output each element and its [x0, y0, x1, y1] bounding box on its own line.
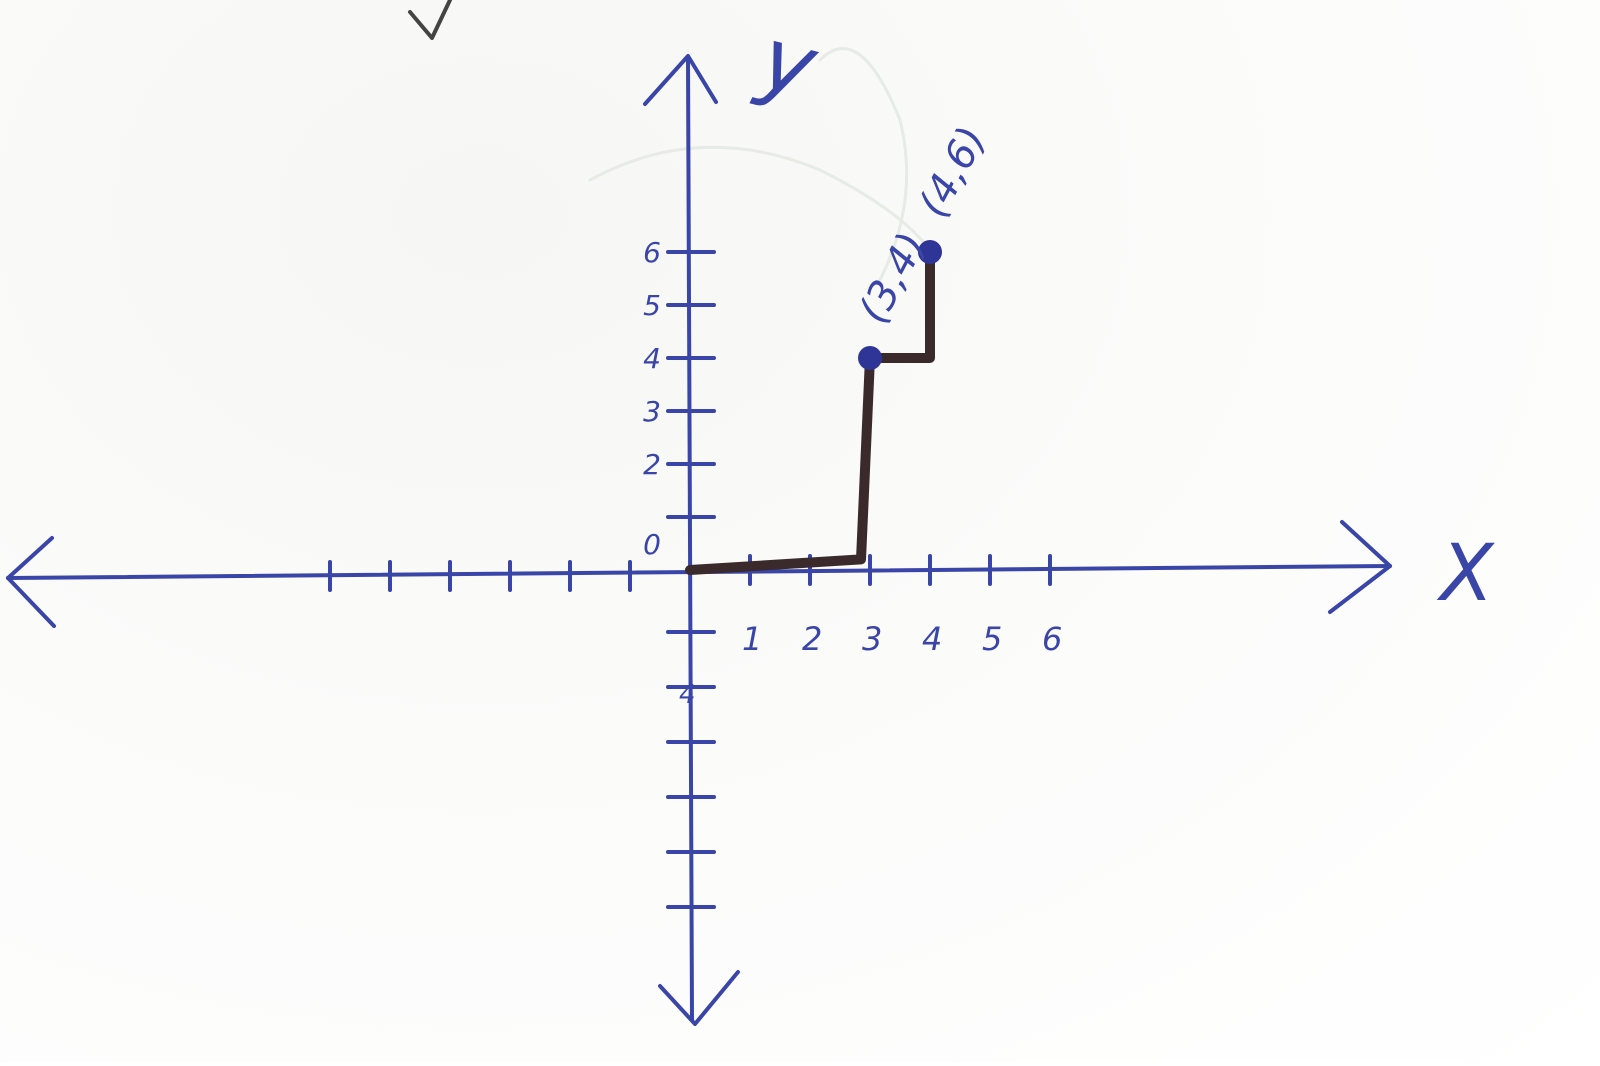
data-point: [918, 240, 942, 264]
y-tick-label: 4: [643, 342, 661, 375]
y-tick-label: 0: [643, 528, 661, 561]
point-label: (3,4): [850, 225, 935, 330]
point-labels: (3,4)(4,6): [850, 119, 995, 330]
x-tick-label: 4: [922, 620, 942, 658]
x-tick-label: 1: [742, 620, 762, 658]
y-tick-label: 5: [643, 289, 661, 322]
erased-curve: [818, 47, 909, 282]
x-axis-label: X: [1436, 529, 1495, 619]
erased-marks: [588, 47, 932, 282]
y-axis-line: [686, 58, 694, 1022]
y-tick-labels: 0 2 3 4 5 6: [643, 236, 661, 561]
axes: [6, 54, 1392, 1026]
y-axis-label: y: [748, 6, 828, 120]
y-tick-label: 3: [643, 395, 661, 428]
x-tick-label: 5: [982, 620, 1002, 658]
y-axis-bottom-arrow: [658, 970, 740, 1026]
y-tick-stray-label: 4: [679, 680, 696, 710]
x-tick-label: 6: [1042, 620, 1062, 658]
data-point: [858, 346, 882, 370]
y-ticks: [666, 250, 716, 909]
x-axis-right-arrow: [1328, 520, 1392, 614]
x-axis-left-arrow: [6, 536, 56, 628]
erased-curve: [588, 145, 932, 252]
stray-check-mark: [408, 0, 452, 40]
x-tick-label: 2: [802, 620, 822, 658]
y-tick-label: 6: [643, 236, 661, 269]
y-axis-top-arrow: [643, 54, 718, 106]
x-tick-labels: 1 2 3 4 5 6: [742, 620, 1062, 658]
data-points: [858, 240, 942, 370]
y-tick-label: 2: [643, 448, 661, 481]
x-tick-label: 3: [862, 620, 882, 658]
point-label: (4,6): [910, 119, 995, 224]
